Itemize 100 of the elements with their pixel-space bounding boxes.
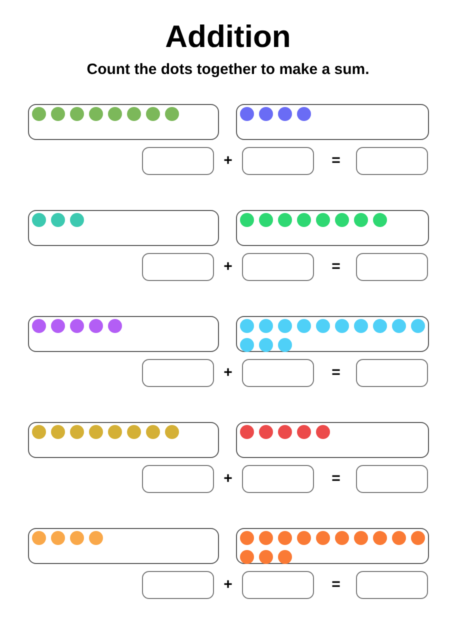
dot-panel — [28, 316, 219, 352]
plus-sign: + — [222, 151, 234, 171]
dot — [297, 425, 311, 439]
dot — [32, 107, 46, 121]
dot — [297, 107, 311, 121]
dot — [259, 107, 273, 121]
dot — [259, 213, 273, 227]
equals-sign: = — [330, 363, 342, 383]
dot — [259, 531, 273, 545]
dot — [165, 425, 179, 439]
dot — [146, 425, 160, 439]
dot — [51, 107, 65, 121]
plus-sign: + — [222, 257, 234, 277]
dot — [373, 319, 387, 333]
dot — [51, 319, 65, 333]
dot — [108, 319, 122, 333]
dot — [259, 425, 273, 439]
dot — [354, 213, 368, 227]
answer-box — [356, 465, 428, 493]
dot-panel — [236, 528, 429, 564]
dot — [32, 213, 46, 227]
dot — [411, 319, 425, 333]
dot — [70, 425, 84, 439]
dot — [32, 319, 46, 333]
dot — [335, 319, 349, 333]
equals-sign: = — [330, 257, 342, 277]
dot — [297, 319, 311, 333]
dot — [89, 425, 103, 439]
dot — [297, 531, 311, 545]
dot — [392, 531, 406, 545]
dot — [316, 319, 330, 333]
dot — [392, 319, 406, 333]
dot — [89, 107, 103, 121]
dot — [373, 213, 387, 227]
dot — [278, 425, 292, 439]
dot — [89, 319, 103, 333]
dot — [70, 107, 84, 121]
dot — [51, 213, 65, 227]
dot — [240, 107, 254, 121]
dot — [278, 107, 292, 121]
dot — [316, 531, 330, 545]
plus-sign: + — [222, 575, 234, 595]
answer-box — [356, 571, 428, 599]
dot — [70, 319, 84, 333]
plus-sign: + — [222, 469, 234, 489]
dot — [297, 213, 311, 227]
dot-panel — [236, 210, 429, 246]
answer-box — [142, 253, 214, 281]
dot — [32, 425, 46, 439]
dot — [51, 531, 65, 545]
dot — [354, 319, 368, 333]
answer-box — [242, 359, 314, 387]
dot — [278, 319, 292, 333]
dot-panel — [236, 316, 429, 352]
worksheet-title: Addition — [164, 18, 292, 56]
dot — [278, 338, 292, 352]
dot — [240, 425, 254, 439]
dot — [127, 425, 141, 439]
dot-panel — [28, 422, 219, 458]
dot — [335, 213, 349, 227]
dot — [240, 338, 254, 352]
dot-panel — [28, 104, 219, 140]
dot — [335, 531, 349, 545]
dot-panel — [28, 210, 219, 246]
dot — [259, 550, 273, 564]
dot — [32, 531, 46, 545]
dot — [373, 531, 387, 545]
answer-box — [356, 359, 428, 387]
answer-box — [356, 253, 428, 281]
dot — [354, 531, 368, 545]
dot — [127, 107, 141, 121]
plus-sign: + — [222, 363, 234, 383]
dot-panel — [236, 422, 429, 458]
dot — [411, 531, 425, 545]
dot — [259, 338, 273, 352]
dot — [165, 107, 179, 121]
dot — [89, 531, 103, 545]
dot — [70, 531, 84, 545]
equals-sign: = — [330, 469, 342, 489]
dot — [240, 550, 254, 564]
equals-sign: = — [330, 151, 342, 171]
answer-box — [142, 571, 214, 599]
dot — [51, 425, 65, 439]
dot — [278, 531, 292, 545]
dot-panel — [236, 104, 429, 140]
answer-box — [356, 147, 428, 175]
dot — [240, 213, 254, 227]
answer-box — [142, 147, 214, 175]
dot-panel — [28, 528, 219, 564]
answer-box — [242, 147, 314, 175]
answer-box — [242, 571, 314, 599]
dot — [259, 319, 273, 333]
answer-box — [142, 465, 214, 493]
dot — [316, 425, 330, 439]
dot — [146, 107, 160, 121]
dot — [316, 213, 330, 227]
dot — [240, 319, 254, 333]
dot — [108, 107, 122, 121]
dot — [108, 425, 122, 439]
instruction-text: Count the dots together to make a sum. — [86, 60, 370, 80]
